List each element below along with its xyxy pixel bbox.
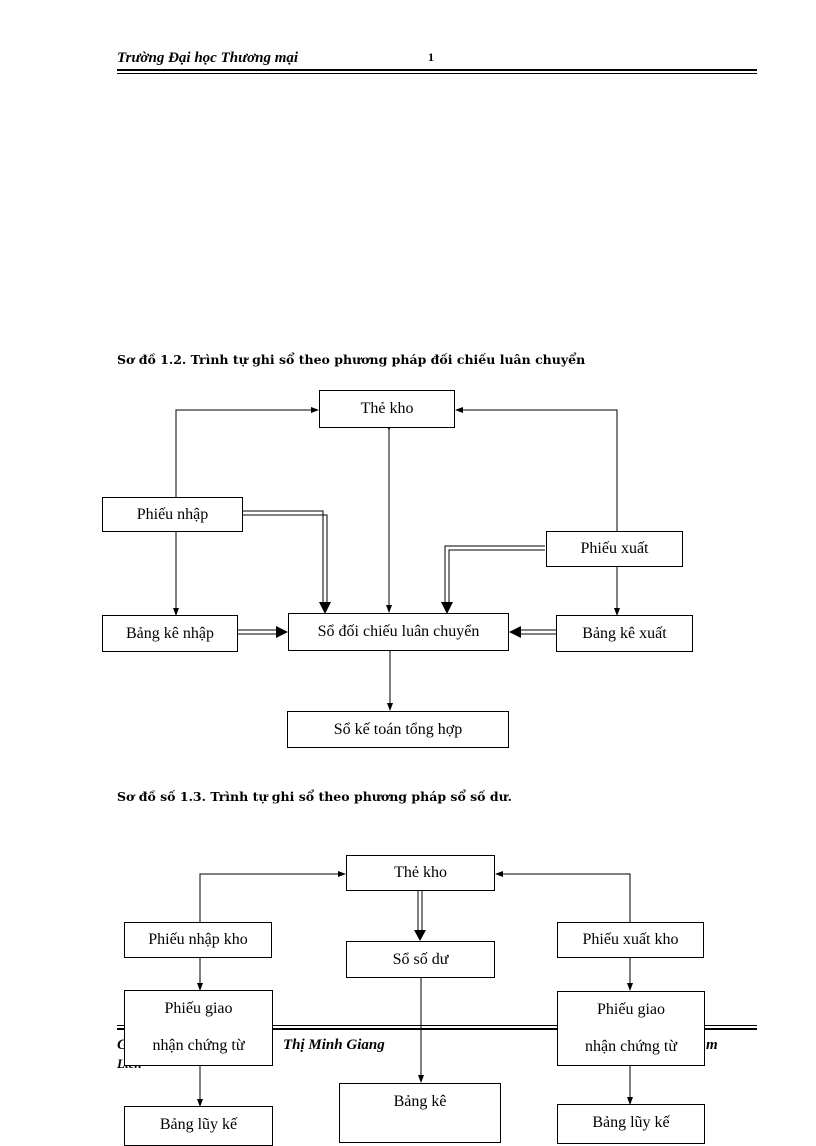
header-rule [117, 69, 757, 71]
footer-author: Thị Minh Giang [283, 1037, 385, 1053]
diagram2-caption: Sơ đồ số 1.3. Trình tự ghi sổ theo phươn… [117, 789, 513, 804]
box-the-kho-2: Thẻ kho [346, 855, 495, 891]
box-bang-ke-xuat: Bảng kê xuất [556, 615, 693, 652]
diagram1-caption: Sơ đồ 1.2. Trình tự ghi sổ theo phương p… [117, 352, 586, 367]
box-so-doi-chieu: Sổ đối chiếu luân chuyển [288, 613, 509, 651]
box-the-kho-1: Thẻ kho [319, 390, 455, 428]
phieu-giao-right-line1: Phiếu giao [597, 1000, 665, 1018]
page-number: 1 [428, 50, 434, 64]
box-so-so-du: Sổ số dư [346, 941, 495, 978]
box-phieu-nhap: Phiếu nhập [102, 497, 243, 532]
header-school: Trường Đại học Thương mại [117, 50, 299, 66]
box-bang-luy-ke-left: Bảng lũy kế [124, 1106, 273, 1146]
phieu-giao-left-line1: Phiếu giao [164, 1000, 233, 1018]
footer-rule-thin [117, 1025, 757, 1026]
connector-lines [173, 407, 633, 1107]
box-phieu-giao-right: Phiếu giao nhận chứng từ [557, 991, 705, 1066]
box-phieu-nhap-kho: Phiếu nhập kho [124, 922, 272, 958]
box-phieu-giao-left: Phiếu giao nhận chứng từ [124, 990, 273, 1066]
phieu-giao-left-line2: nhận chứng từ [152, 1037, 245, 1054]
box-phieu-xuat-kho: Phiếu xuất kho [557, 922, 704, 958]
phieu-giao-right-line2: nhận chứng từ [585, 1037, 677, 1055]
footer-rule [117, 1028, 757, 1030]
footer-right-fragment: m [706, 1037, 718, 1053]
box-bang-luy-ke-right: Bảng lũy kế [557, 1104, 705, 1144]
box-bang-ke: Bảng kê [339, 1083, 501, 1143]
header-rule-thin [117, 73, 757, 74]
box-phieu-xuat: Phiếu xuất [546, 531, 683, 567]
box-so-ke-toan: Sổ kế toán tổng hợp [287, 711, 509, 748]
box-bang-ke-nhap: Bảng kê nhập [102, 615, 238, 652]
footer-left-initial: G [117, 1037, 128, 1053]
